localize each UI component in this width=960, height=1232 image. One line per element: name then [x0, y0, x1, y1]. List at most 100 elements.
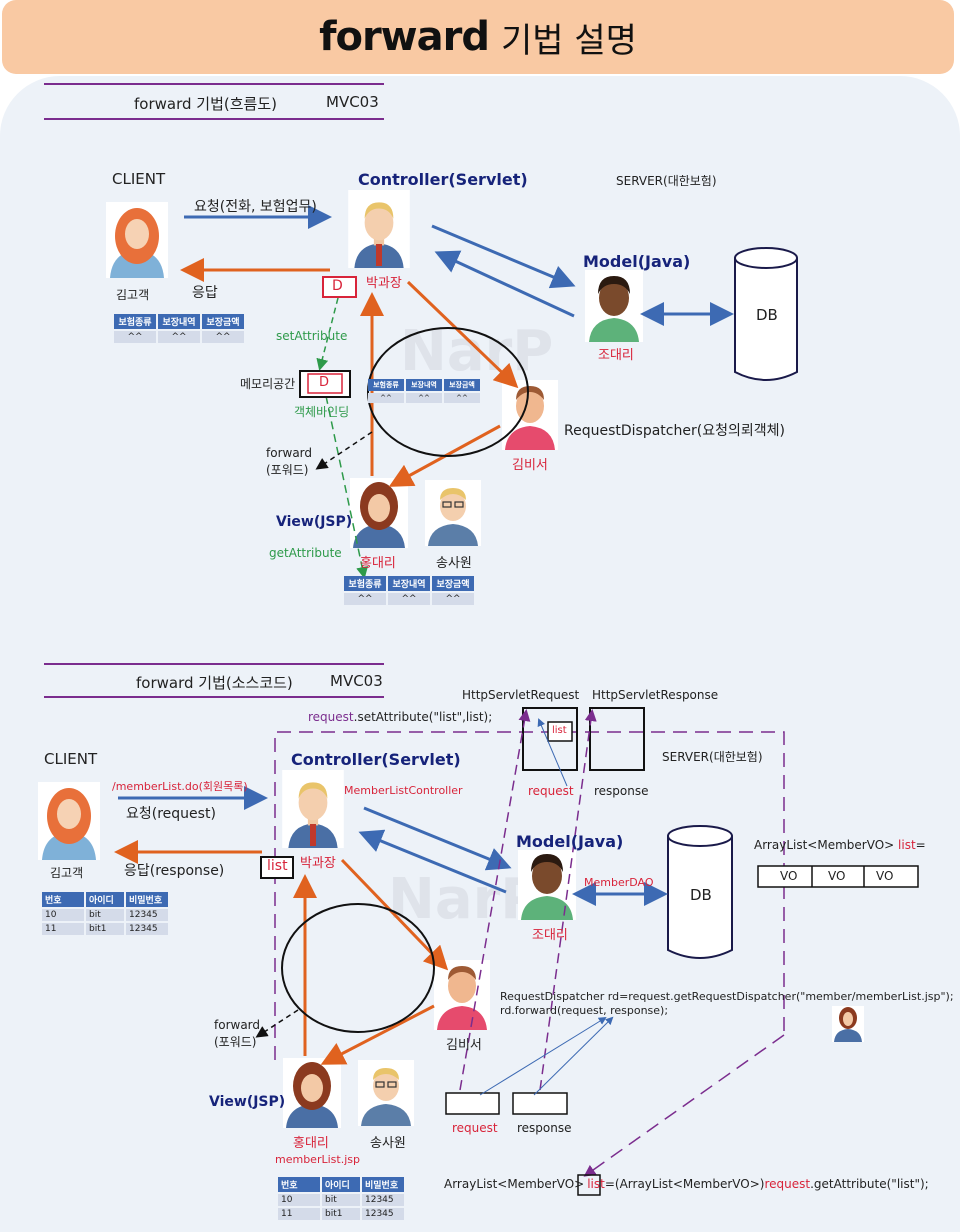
http-request-label: HttpServletRequest [462, 688, 580, 702]
assistant-name-1: 조대리 [598, 348, 634, 363]
set-attr-rest: .setAttribute("list",list); [353, 710, 493, 724]
request-param-label: request [452, 1121, 498, 1135]
list-in-request-label: list [552, 725, 567, 736]
manager-name-2: 박과장 [300, 856, 336, 871]
secretary-name-2: 김비서 [446, 1038, 482, 1053]
view-person-name-1: 홍대리 [360, 556, 396, 571]
request-box-label: request [528, 784, 574, 798]
view-person-avatar-2 [283, 1058, 341, 1128]
insurance-table-header-cell: 보장내역 [158, 314, 200, 329]
insurance-table-header-cell: 보장금액 [444, 379, 480, 391]
get-attribute-arrow [325, 395, 369, 579]
response-param-box [512, 1092, 568, 1115]
dispatcher-to-view-arrow-2 [320, 1004, 435, 1065]
dispatcher-code-line2: rd.forward(request, response); [500, 1004, 669, 1017]
forward-kr-label-1: (포워드) [266, 463, 309, 477]
insurance-table-cell: ^^ [202, 331, 244, 343]
forward-circle-2 [281, 903, 435, 1033]
set-attribute-arrow [316, 297, 339, 371]
member-table-cell: 12345 [126, 909, 168, 921]
db-cylinder-2 [667, 825, 733, 959]
get-prefix: ArrayList<MemberVO> [444, 1177, 585, 1191]
section1-header: forward 기법(흐름도) [134, 95, 277, 113]
member-table-cell: bit [86, 909, 124, 921]
vo-3: VO [876, 869, 894, 883]
list-in-request-box [547, 721, 573, 742]
member-table-cell: 11 [42, 923, 84, 935]
assistant-avatar-2 [518, 850, 576, 920]
view-label-2: View(JSP) [209, 1094, 286, 1110]
arraylist-var: list [898, 838, 916, 852]
url-label: /memberList.do(회원목록) [112, 780, 248, 793]
arraylist-type: ArrayList<MemberVO> [754, 838, 895, 852]
secretary-name-1: 김비서 [512, 458, 548, 473]
client-label-1: CLIENT [112, 170, 166, 188]
view-person-name-2: 홍대리 [293, 1136, 329, 1151]
http-request-box [522, 707, 578, 771]
assistant-avatar [585, 270, 643, 342]
member-table-header-cell: 번호 [278, 1177, 320, 1192]
response-box-label: response [594, 784, 649, 798]
insurance-table-cell: ^^ [406, 393, 442, 403]
response-param-label: response [517, 1121, 572, 1135]
insurance-table-header-cell: 보장금액 [432, 576, 474, 591]
staff-name-2: 송사원 [370, 1136, 406, 1151]
list-label-controller: list [267, 858, 288, 874]
member-table-cell: 10 [278, 1194, 320, 1206]
member-table-cell: bit1 [322, 1208, 360, 1220]
member-table-cell: bit1 [86, 923, 124, 935]
manager-name-1: 박과장 [366, 276, 402, 291]
http-response-box [589, 707, 645, 771]
title-rest: 기법 설명 [500, 20, 637, 61]
vo-array-box [757, 865, 919, 888]
controller-to-dispatcher-arrow-2 [340, 858, 449, 971]
secretary-avatar [502, 380, 558, 450]
insurance-table-row: ^^^^^^ [114, 331, 244, 343]
model-label-1: Model(Java) [583, 252, 691, 271]
d-label-2: D [319, 375, 330, 390]
customer-name-1: 김고객 [116, 288, 150, 302]
get-var: list [587, 1177, 605, 1191]
forward-arrow-2 [255, 1009, 299, 1038]
set-attribute-code: request.setAttribute("list",list); [308, 710, 492, 724]
small-person-avatar [832, 1006, 864, 1042]
staff-avatar-2 [358, 1060, 414, 1126]
dao-label: MemberDAO [584, 876, 654, 889]
forward-label-2: forward [214, 1018, 261, 1032]
dispatcher-code-line1: RequestDispatcher rd=request.getRequestD… [500, 990, 954, 1003]
jsp-label: memberList.jsp [275, 1153, 360, 1166]
title-main: forward [319, 14, 490, 60]
request-label-1: 요청(전화, 보험업무) [194, 199, 317, 215]
forward-arrow-1 [315, 431, 373, 470]
section2-code: MVC03 [330, 672, 383, 690]
controller-to-model-arrow-2 [363, 806, 512, 871]
model-label-2: Model(Java) [516, 832, 624, 851]
server-label-2: SERVER(대한보험) [662, 750, 763, 764]
member-table-header-cell: 비밀번호 [362, 1177, 404, 1192]
set-attribute-label: setAttribute [276, 329, 348, 343]
arraylist-eq: = [915, 838, 926, 852]
view-label-1: View(JSP) [276, 514, 353, 530]
member-table-header-cell: 아이디 [86, 892, 124, 907]
insurance-table-row: ^^^^^^ [368, 393, 480, 403]
member-table-cell: 10 [42, 909, 84, 921]
db-label-1: DB [756, 306, 778, 324]
customer-avatar [106, 202, 168, 278]
get-attribute-code: ArrayList<MemberVO>list=(ArrayList<Membe… [444, 1177, 929, 1191]
insurance-table-cell: ^^ [432, 593, 474, 605]
insurance-table-header-cell: 보험종류 [114, 314, 156, 329]
insurance-table-header-cell: 보장내역 [406, 379, 442, 391]
title-bar: forward 기법 설명 [2, 0, 954, 74]
manager-avatar [348, 190, 410, 268]
